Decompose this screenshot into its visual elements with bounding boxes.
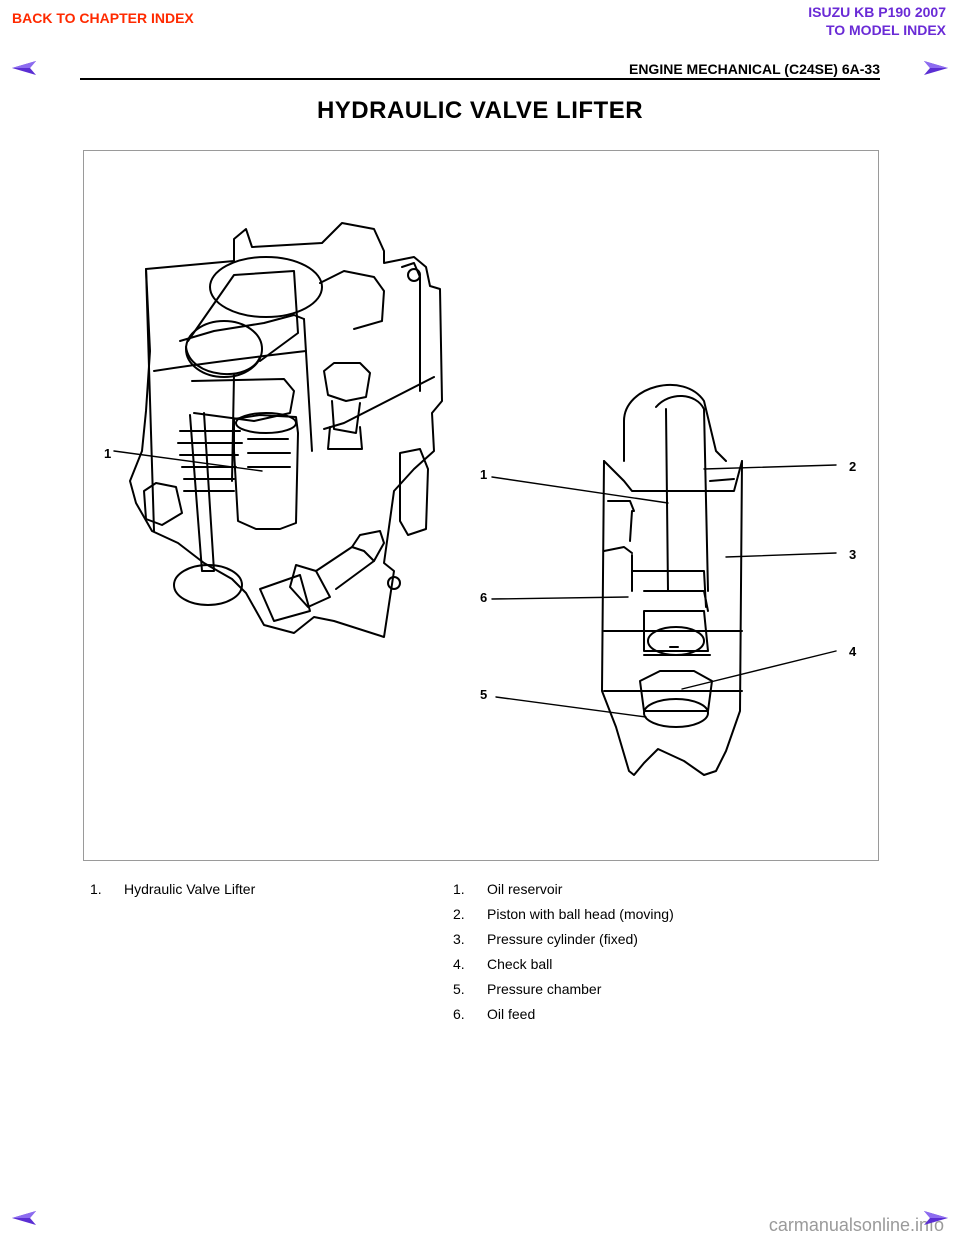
left-arrow-icon[interactable] (10, 60, 40, 76)
legend-number: 2. (453, 906, 465, 922)
header-rule (80, 78, 880, 80)
legend-number: 1. (90, 881, 102, 897)
cylinder-head-drawing (129, 222, 443, 638)
right-callout-3: 3 (849, 547, 856, 562)
watermark: carmanualsonline.info (768, 1215, 944, 1235)
callout-numbers: 1 1 2 3 4 5 6 (104, 446, 857, 702)
legend-text: Hydraulic Valve Lifter (124, 881, 256, 897)
right-callout-4: 4 (849, 644, 857, 659)
right-arrow-icon[interactable] (920, 60, 950, 76)
to-model-index-link[interactable]: TO MODEL INDEX (825, 22, 946, 38)
legend-number: 3. (453, 931, 465, 947)
lifter-illustration: 1 1 2 3 4 5 6 (104, 222, 857, 776)
callout-leaders (113, 450, 837, 718)
figure-frame: 1 1 2 3 4 5 6 (83, 150, 879, 861)
right-arrow-icon[interactable] (920, 1210, 950, 1226)
legend-number: 1. (453, 881, 465, 897)
legend-left: 1. Hydraulic Valve Lifter (90, 877, 255, 902)
right-callout-5: 5 (480, 687, 487, 702)
legend-text: Pressure chamber (487, 981, 602, 997)
lifter-section-drawing (601, 384, 743, 776)
legend-item: 5. Pressure chamber (453, 977, 674, 1002)
legend-number: 4. (453, 956, 465, 972)
legend-text: Oil reservoir (487, 881, 563, 897)
left-callout-1: 1 (104, 446, 111, 461)
back-to-chapter-index-link[interactable]: BACK TO CHAPTER INDEX (12, 10, 194, 26)
model-title-link[interactable]: ISUZU KB P190 2007 (808, 4, 946, 20)
legend-item: 1. Hydraulic Valve Lifter (90, 877, 255, 902)
legend-item: 3. Pressure cylinder (fixed) (453, 927, 674, 952)
right-callout-2: 2 (849, 459, 856, 474)
right-callout-1: 1 (480, 467, 487, 482)
section-header: ENGINE MECHANICAL (C24SE) 6A-33 (628, 61, 880, 77)
right-callout-6: 6 (480, 590, 487, 605)
left-arrow-icon[interactable] (10, 1210, 40, 1226)
legend-item: 1. Oil reservoir (453, 877, 674, 902)
legend-text: Oil feed (487, 1006, 536, 1022)
legend-item: 4. Check ball (453, 952, 674, 977)
legend-number: 6. (453, 1006, 465, 1022)
legend-item: 6. Oil feed (453, 1002, 674, 1027)
legend-text: Pressure cylinder (fixed) (487, 931, 638, 947)
legend-text: Check ball (487, 956, 553, 972)
legend-item: 2. Piston with ball head (moving) (453, 902, 674, 927)
legend-text: Piston with ball head (moving) (487, 906, 674, 922)
legend-number: 5. (453, 981, 465, 997)
page-title: HYDRAULIC VALVE LIFTER (316, 97, 644, 124)
legend-right: 1. Oil reservoir 2. Piston with ball hea… (453, 877, 674, 1027)
